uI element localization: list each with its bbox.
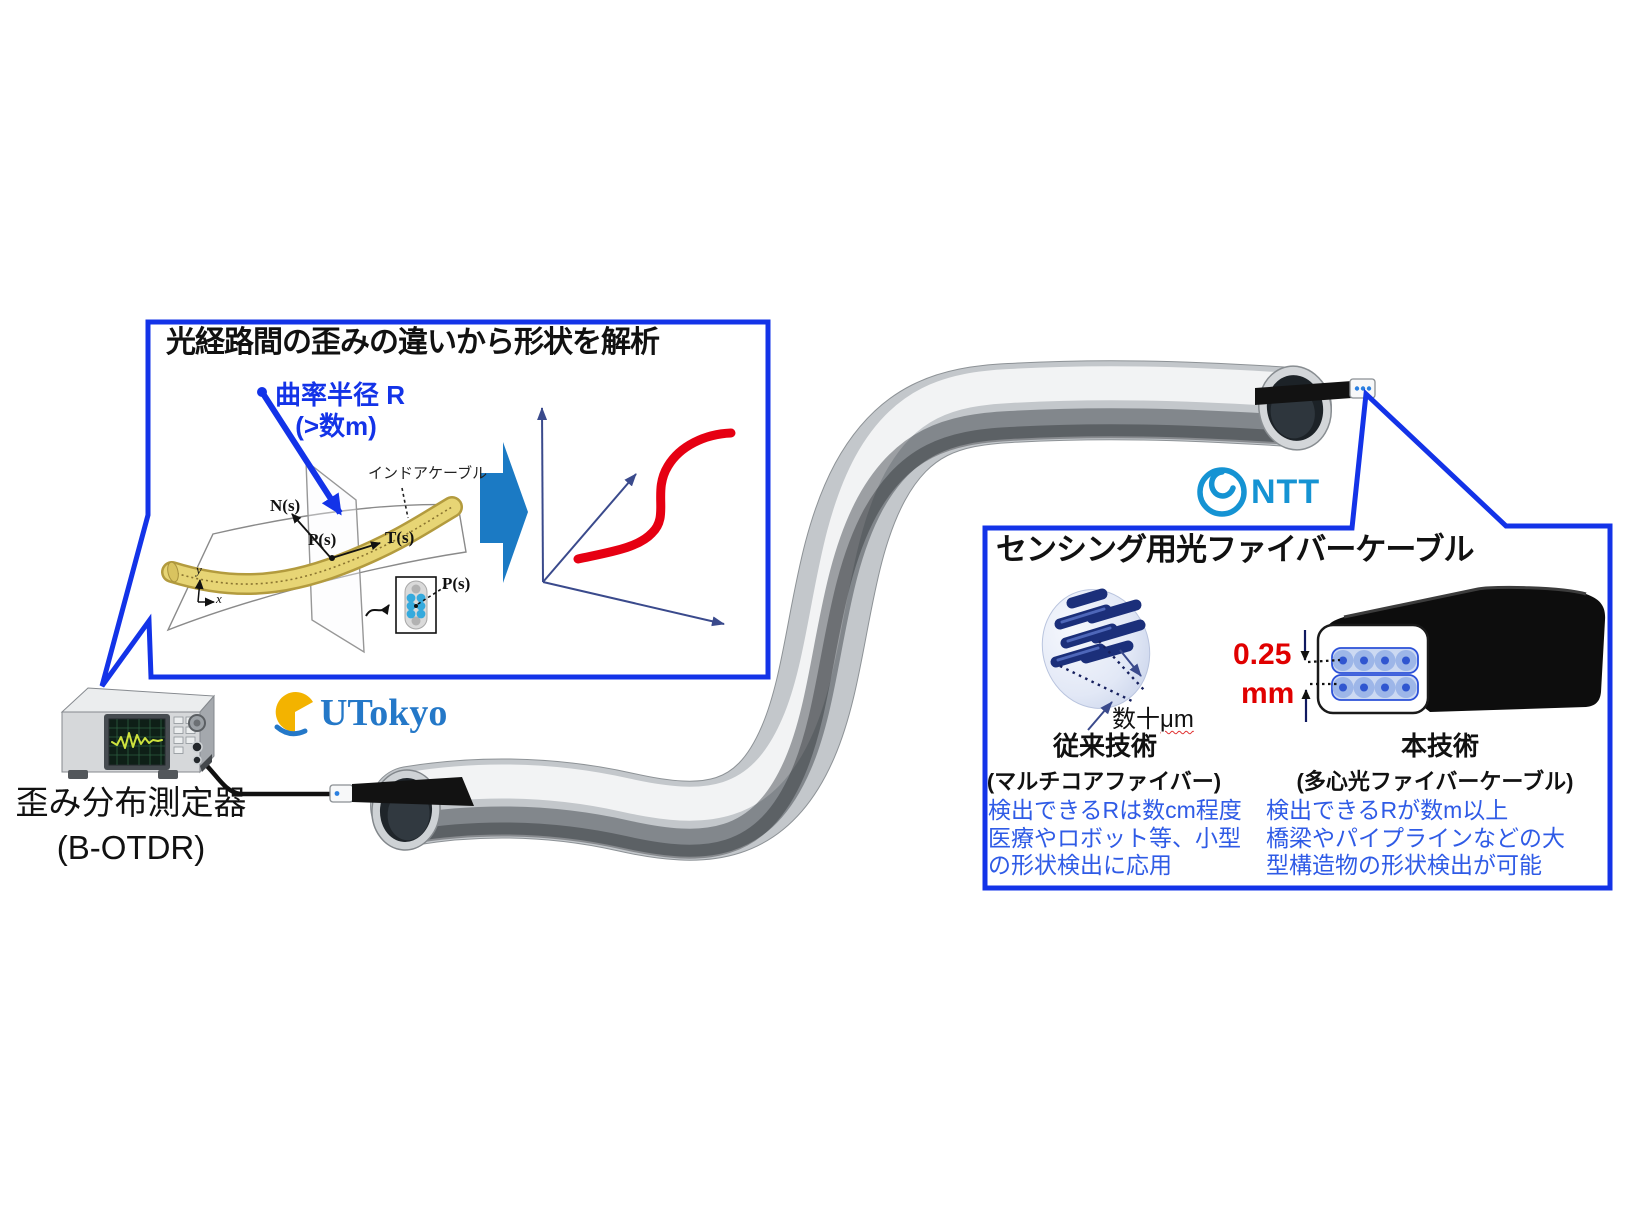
- inset-ps-label: P(s): [442, 574, 471, 593]
- core-pitch-arrow-down: [1119, 649, 1142, 677]
- transform-arrow: [480, 442, 528, 583]
- normal-vector-arrow: [291, 513, 331, 558]
- proposed-subheading: (多心光ファイバーケーブル): [1296, 769, 1574, 794]
- x-axis-label: x: [216, 591, 222, 606]
- bending-diagram: [161, 387, 736, 654]
- instrument-label-line2: (B-OTDR): [56, 828, 206, 866]
- cable-label-pointer: [401, 487, 409, 519]
- normal-vector-label: N(s): [270, 496, 301, 515]
- curvature-radius-label: 曲率半径 R: [274, 380, 406, 410]
- right-panel-title: センシング用光ファイバーケーブル: [996, 532, 1475, 567]
- ntt-logo-icon: [1197, 467, 1247, 517]
- left-panel-title: 光経路間の歪みの違いから形状を解析: [166, 326, 660, 359]
- proposed-line: 型構造物の形状検出が可能: [1266, 852, 1542, 878]
- squiggle-arrow: [365, 604, 390, 617]
- proposed-description: 検出できるRが数m以上 橋梁やパイプラインなどの大 型構造物の形状検出が可能: [1266, 797, 1565, 880]
- conventional-line: の形状検出に応用: [988, 852, 1172, 878]
- core-pitch-arrow-up: [1087, 701, 1113, 731]
- waveform-trace: [111, 732, 163, 749]
- proposed-line: 検出できるRが数m以上: [1266, 797, 1509, 823]
- core-pitch-prefix: 数十: [1112, 706, 1160, 733]
- right-panel-border: [982, 388, 1613, 891]
- dimension-unit: mm: [1241, 677, 1295, 710]
- utokyo-logo-text: UTokyo: [320, 692, 448, 734]
- proposed-heading: 本技術: [1400, 731, 1480, 761]
- fiber-row-top: [1331, 647, 1419, 674]
- tangent-vector-arrow: [331, 541, 381, 559]
- tangent-vector-label: T(s): [385, 528, 415, 547]
- instrument-label-line1: 歪み分布測定器: [15, 784, 247, 821]
- curvature-radius-arrow: [259, 390, 343, 516]
- thickness-dimension-arrows: [1300, 630, 1341, 722]
- instrument-knob: [188, 714, 206, 765]
- core-pitch-label: 数十μm: [1112, 706, 1194, 734]
- ntt-logo-text: NTT: [1251, 473, 1321, 511]
- multicore-fiber-illustration: [1041, 588, 1151, 731]
- core-pitch-suffix: μm: [1160, 706, 1194, 733]
- conventional-subheading: (マルチコアファイバー): [986, 769, 1222, 794]
- indoor-cable-label: インドアケーブル: [368, 465, 488, 482]
- shape-graph: [537, 407, 736, 627]
- cable-cross-section-inset: [395, 576, 447, 634]
- left-panel-border: [99, 319, 771, 688]
- dimension-value: 0.25: [1233, 638, 1292, 671]
- reconstructed-shape-curve: [573, 428, 736, 564]
- conventional-heading: 従来技術: [1052, 731, 1158, 761]
- fiber-row-bottom: [1331, 674, 1419, 701]
- instrument-screen: [104, 714, 170, 770]
- utokyo-logo-icon: [274, 692, 313, 737]
- curvature-radius-value: (>数m): [295, 411, 377, 441]
- conventional-description: 検出できるRは数cm程度 医療やロボット等、小型 の形状検出に応用: [988, 797, 1242, 880]
- flat-cable-illustration: [1300, 585, 1606, 722]
- point-ps-dot: [329, 555, 335, 561]
- conventional-line: 検出できるRは数cm程度: [988, 797, 1242, 823]
- proposed-line: 橋梁やパイプラインなどの大: [1266, 824, 1565, 851]
- b-otdr-instrument: [60, 687, 216, 779]
- point-ps-label: P(s): [308, 530, 337, 549]
- indoor-cable: [161, 496, 463, 596]
- instrument-label: 歪み分布測定器 (B-OTDR): [0, 781, 262, 870]
- y-axis-label: y: [196, 562, 202, 577]
- conventional-line: 医療やロボット等、小型: [988, 824, 1241, 851]
- xy-axes: [194, 579, 215, 607]
